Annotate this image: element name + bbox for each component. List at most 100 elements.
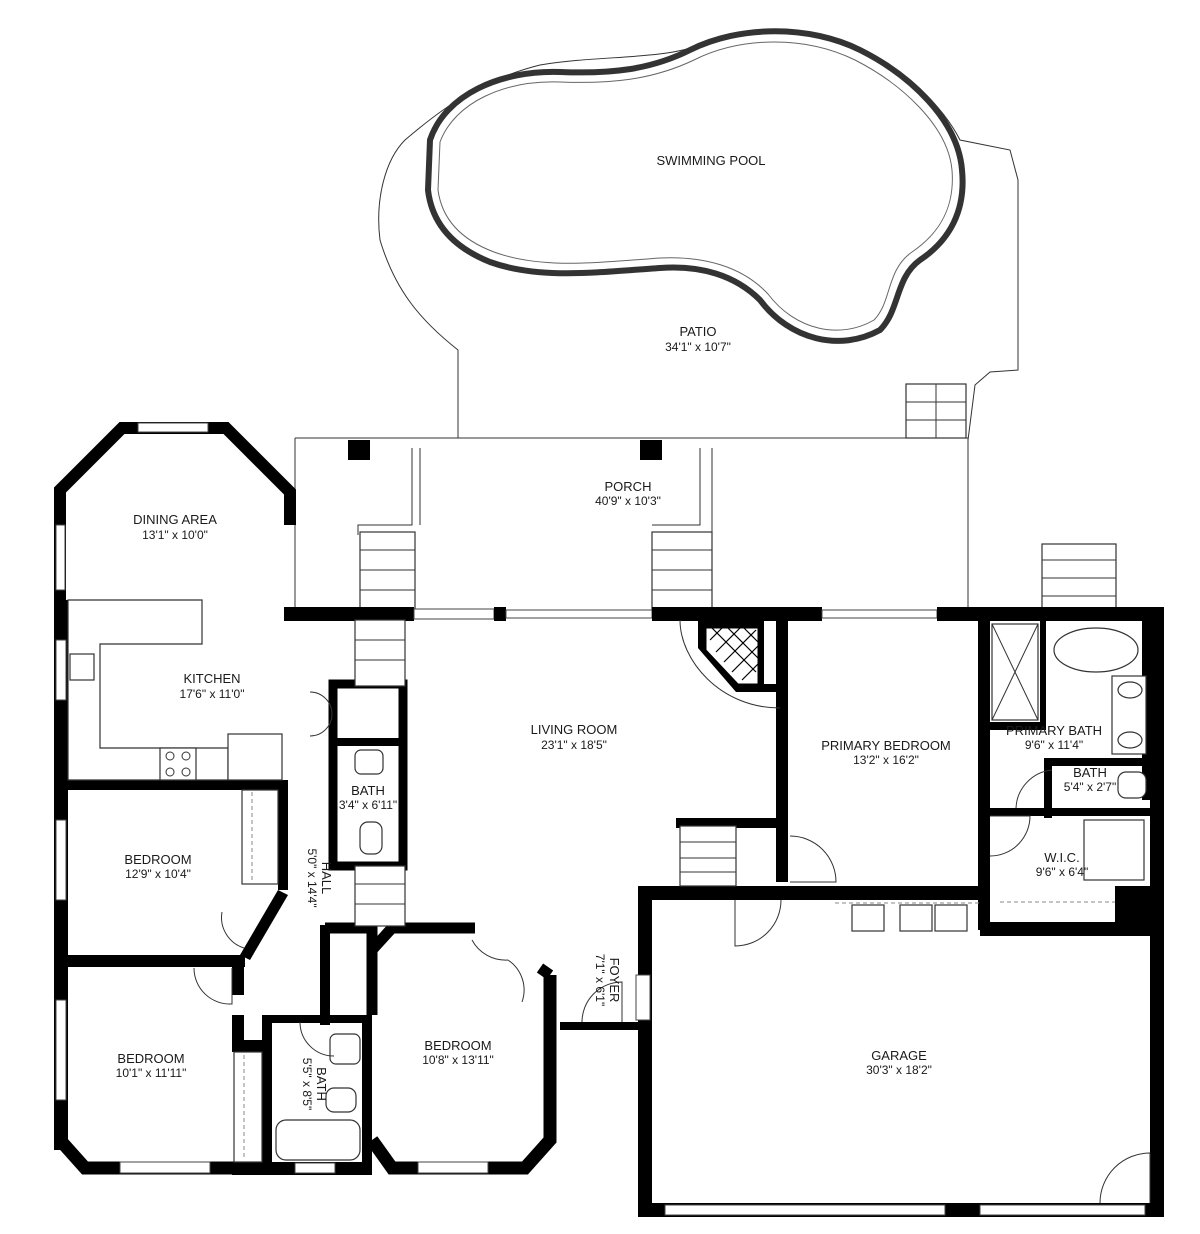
wall: [278, 780, 288, 890]
pool-inner-edge: [437, 41, 953, 331]
wall: [232, 1015, 244, 1045]
room-dimensions: 13'1" x 10'0": [142, 528, 208, 542]
soaking-tub: [1053, 627, 1139, 673]
room-dimensions: 40'9" x 10'3": [595, 494, 661, 508]
room-dimensions: 7'1" x 6'1": [593, 954, 607, 1006]
hall-bath-sink: [354, 749, 384, 775]
utility-sink: [851, 904, 885, 932]
swimming-pool: [424, 28, 966, 344]
wall: [320, 925, 330, 1025]
room-name: PORCH: [605, 479, 652, 494]
room-name: KITCHEN: [183, 671, 240, 686]
lower-bath-toilet: [325, 1087, 357, 1113]
wall: [638, 886, 988, 900]
room-name: HALL: [319, 862, 334, 895]
window: [294, 1162, 336, 1174]
wall: [1150, 607, 1164, 937]
window: [55, 524, 66, 591]
room-dimensions: 3'4" x 6'11": [339, 798, 397, 812]
wic-shelving: [1083, 819, 1145, 881]
room-name: W.I.C.: [1044, 850, 1079, 865]
wall: [986, 722, 1046, 730]
wall: [284, 607, 414, 621]
door-swings: [193, 691, 1151, 1204]
bathtub: [275, 1119, 361, 1161]
wall: [1040, 620, 1046, 725]
wall: [1044, 758, 1052, 818]
closet: [233, 1051, 263, 1163]
dryer: [934, 904, 968, 932]
room-name: LIVING ROOM: [531, 722, 618, 737]
room-dimensions: 5'5" x 8'5": [300, 1058, 314, 1110]
room-name: PRIMARY BATH: [1006, 723, 1102, 738]
room-name: BATH: [351, 783, 385, 798]
wall: [1115, 886, 1155, 936]
wall: [652, 607, 822, 621]
wall: [1044, 758, 1150, 766]
window: [55, 819, 67, 901]
room-name: SWIMMING POOL: [656, 153, 765, 168]
wall: [676, 818, 786, 828]
room-name: BEDROOM: [124, 852, 191, 867]
wall: [776, 826, 788, 882]
interior-steps: [679, 825, 737, 887]
room-name: BEDROOM: [424, 1038, 491, 1053]
wall: [978, 620, 990, 930]
wall: [60, 955, 245, 967]
kitchen-sink: [69, 653, 95, 681]
washer: [899, 904, 933, 932]
bedroom3-bottom-wall: [366, 975, 557, 1175]
wall: [232, 955, 244, 995]
porch-steps-right: [651, 531, 713, 611]
window: [55, 639, 67, 701]
room-name: PRIMARY BEDROOM: [821, 738, 951, 753]
window: [137, 422, 209, 433]
window: [55, 999, 67, 1101]
window: [119, 1161, 211, 1174]
toilet: [1117, 771, 1147, 799]
room-dimensions: 23'1" x 18'5": [541, 738, 607, 752]
wall: [560, 1022, 638, 1030]
hall-steps: [354, 619, 406, 687]
hall-steps: [354, 865, 406, 927]
room-dimensions: 34'1" x 10'7": [665, 340, 731, 354]
refrigerator: [227, 733, 283, 781]
room-name: PATIO: [679, 324, 716, 339]
room-dimensions: 9'6" x 11'4": [1025, 738, 1083, 752]
wall: [262, 1015, 272, 1165]
wall: [986, 808, 1150, 816]
wall: [240, 890, 288, 960]
sliding-door: [505, 609, 653, 619]
wall: [1142, 620, 1152, 800]
room-dimensions: 10'8" x 13'11": [422, 1053, 494, 1067]
hall-bath-toilet: [359, 821, 383, 855]
room-dimensions: 17'6" x 11'0": [180, 687, 245, 701]
cooktop: [159, 747, 197, 781]
garage-door[interactable]: [979, 1204, 1146, 1216]
room-dimensions: 9'6" x 6'4": [1036, 865, 1088, 879]
room-dimensions: 10'1" x 11'11": [116, 1066, 187, 1080]
bedroom3-walls: [325, 922, 554, 1015]
room-dimensions: 5'4" x 2'7": [1064, 780, 1116, 794]
porch-steps-left: [359, 531, 416, 611]
wall: [937, 607, 1163, 621]
room-name: GARAGE: [871, 1048, 927, 1063]
lower-bath-sink: [329, 1033, 361, 1065]
garage-door[interactable]: [664, 1204, 946, 1216]
wall: [362, 1015, 372, 1165]
room-name: DINING AREA: [133, 512, 217, 527]
wall: [494, 607, 506, 621]
room-name: BATH: [1073, 765, 1107, 780]
window: [417, 1161, 489, 1174]
room-name: FOYER: [607, 958, 622, 1003]
wall: [776, 620, 788, 826]
porch-post: [348, 440, 370, 460]
rear-steps: [1041, 543, 1117, 609]
room-dimensions: 13'2" x 16'2": [853, 753, 919, 767]
wall: [60, 780, 285, 790]
room-dimensions: 30'3" x 18'2": [866, 1063, 932, 1077]
sliding-door: [821, 609, 938, 619]
wall: [1150, 935, 1164, 1215]
kitchen-counter: [67, 599, 229, 781]
